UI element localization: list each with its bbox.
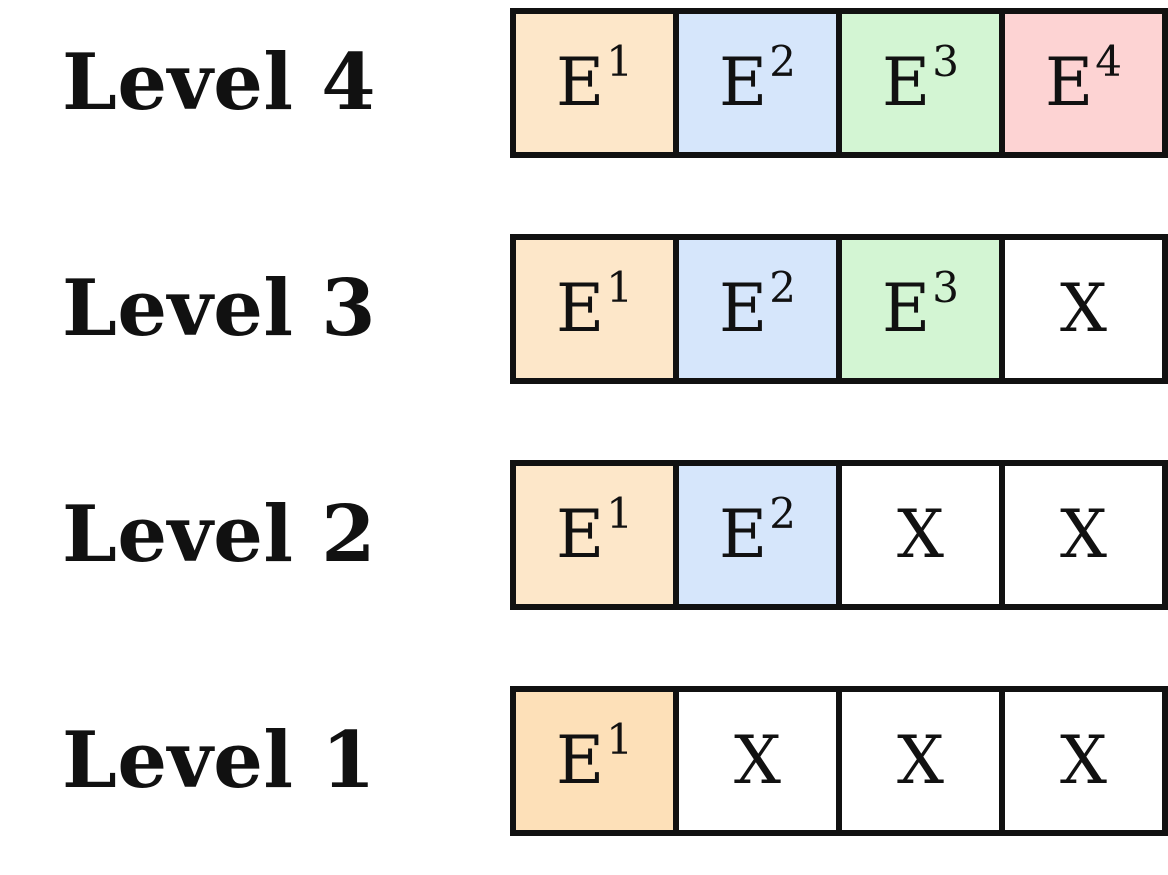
- cell-symbol: X: [1060, 722, 1107, 799]
- cell-superscript: 3: [932, 36, 959, 86]
- cell-symbol: E: [1045, 44, 1094, 121]
- cell-symbol: X: [1060, 270, 1107, 347]
- cell-symbol: E: [882, 270, 931, 347]
- empty-cell: X: [842, 466, 1005, 604]
- cell-superscript: 2: [769, 262, 796, 312]
- level-label: Level 4: [62, 37, 376, 128]
- cell-superscript: 1: [606, 488, 633, 538]
- cell-superscript: 1: [606, 262, 633, 312]
- cell-symbol: X: [734, 722, 781, 799]
- cell-superscript: 1: [606, 36, 633, 86]
- cell-symbol: E: [882, 44, 931, 121]
- cell-symbol: X: [1060, 496, 1107, 573]
- cell-symbol: E: [719, 44, 768, 121]
- empty-cell: X: [1005, 692, 1162, 830]
- cell-symbol: E: [556, 496, 605, 573]
- level-label: Level 3: [62, 263, 376, 354]
- level-label: Level 1: [62, 715, 376, 806]
- cell-superscript: 3: [932, 262, 959, 312]
- level-label: Level 2: [62, 489, 376, 580]
- cell-superscript: 4: [1095, 36, 1122, 86]
- empty-cell: X: [842, 692, 1005, 830]
- cell-symbol: X: [897, 722, 944, 799]
- cell-symbol: E: [719, 270, 768, 347]
- cell-symbol: E: [556, 270, 605, 347]
- cell-superscript: 1: [606, 714, 633, 764]
- cell-symbol: E: [556, 722, 605, 799]
- empty-cell: X: [1005, 240, 1162, 378]
- empty-cell: X: [1005, 466, 1162, 604]
- cell-superscript: 2: [769, 36, 796, 86]
- empty-cell: X: [679, 692, 842, 830]
- cell-symbol: E: [556, 44, 605, 121]
- cell-symbol: E: [719, 496, 768, 573]
- cell-superscript: 2: [769, 488, 796, 538]
- cell-symbol: X: [897, 496, 944, 573]
